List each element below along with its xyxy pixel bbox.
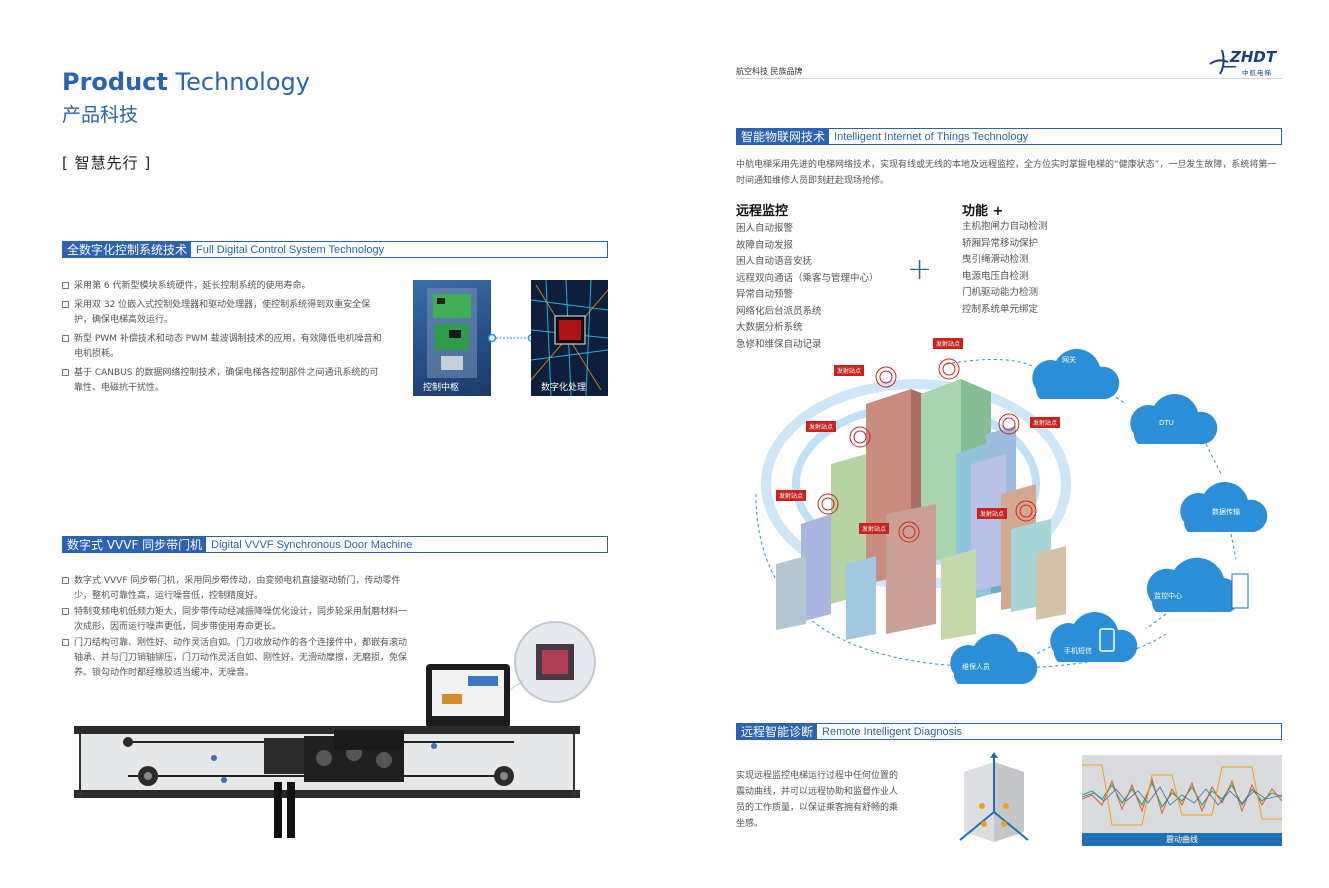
vibration-chart: 震动曲线: [1081, 755, 1283, 846]
photo-label: 控制中枢: [423, 383, 460, 393]
tag-transmitter: 发射站点: [933, 338, 964, 349]
list-item: 门机驱动能力检测: [962, 287, 1039, 298]
list-item: 远程双向通话（乘客与管理中心）: [736, 272, 879, 284]
section-title-en: Remote Intelligent Diagnosis: [822, 725, 963, 738]
digital-control-list: 采用第 6 代新型模块系统硬件，延长控制系统的使用寿命。 采用双 32 位嵌入式…: [62, 279, 382, 400]
cloud-icons: [950, 349, 1268, 684]
cloud-label-data-transfer: 数据传输: [1212, 508, 1240, 516]
list-item: 采用第 6 代新型模块系统硬件，延长控制系统的使用寿命。: [62, 279, 382, 294]
section-title-en: Intelligent Internet of Things Technolog…: [834, 130, 1029, 143]
section-header-diagnosis: 远程智能诊断 Remote Intelligent Diagnosis: [736, 723, 1282, 740]
control-center-photo: 控制中枢: [413, 280, 491, 396]
cloud-label-gateway: 网关: [1062, 356, 1076, 364]
remote-monitor-title: 远程监控: [736, 204, 789, 219]
section-title-cn: 智能物联网技术: [737, 129, 830, 144]
list-item: 网络化后台派员系统: [736, 305, 822, 317]
cloud-label-maintainer: 维保人员: [962, 663, 990, 671]
list-item: 电源电压自检测: [962, 270, 1029, 282]
section-title-cn: 数字式 VVVF 同步带门机: [63, 537, 207, 552]
connector-line-icon: [487, 333, 537, 343]
remote-monitor-list: 困人自动报警 故障自动发报 困人自动语音安抚 远程双向通话（乘客与管理中心） 异…: [736, 221, 879, 353]
tag-transmitter: 发射站点: [806, 421, 837, 432]
header-rule: [736, 78, 1282, 79]
tag-transmitter: 发射站点: [776, 490, 807, 501]
slogan: [ 智慧先行 ]: [62, 154, 152, 172]
section-header-digital-control: 全数字化控制系统技术 Full Digital Control System T…: [62, 241, 608, 258]
list-item: 采用双 32 位嵌入式控制处理器和驱动处理器，使控制系统得到双重安全保护，确保电…: [62, 298, 382, 328]
list-item: 门刀结构可靠、刚性好、动作灵活自如。门刀收放动作的各个连接件中，都嵌有滚动轴承、…: [62, 636, 410, 681]
title-light: Technology: [175, 68, 310, 96]
section-title-cn: 全数字化控制系统技术: [63, 242, 192, 257]
logo-cn: 中航电梯: [1242, 69, 1272, 77]
section-header-iot: 智能物联网技术 Intelligent Internet of Things T…: [736, 128, 1282, 145]
brand-slogan: 航空科技 民族品牌: [736, 67, 803, 76]
list-item: 特制变频电机低频力矩大，同步带传动经减振降噪优化设计，同步轮采用耐磨材料一次成形…: [62, 605, 410, 635]
list-item: 数字式 VVVF 同步带门机，采用同步带传动，由变频电机直接驱动轿门，传动零件少…: [62, 574, 410, 604]
section-title-en: Full Digital Control System Technology: [196, 243, 385, 256]
logo-text: ZHDT: [1230, 48, 1277, 66]
vibration-axis-icon: [959, 752, 1029, 842]
page-title-cn: 产品科技: [62, 104, 139, 126]
list-item: 大数据分析系统: [736, 322, 803, 333]
page-title-en: Product Technology: [62, 68, 310, 96]
list-item: 曳引绳滑动检测: [962, 254, 1029, 265]
section-title-en: Digital VVVF Synchronous Door Machine: [211, 538, 413, 551]
chart-caption: 震动曲线: [1082, 833, 1282, 846]
list-item: 困人自动语音安抚: [736, 256, 813, 267]
cloud-label-dtu: DTU: [1159, 419, 1174, 427]
list-item: 轿厢异常移动保护: [962, 237, 1039, 249]
list-item: 主机抱闸力自动检测: [962, 221, 1048, 232]
list-item: 控制系统单元绑定: [962, 303, 1039, 315]
list-item: 异常自动预警: [736, 289, 794, 300]
function-list: 主机抱闸力自动检测 轿厢异常移动保护 曳引绳滑动检测 电源电压自检测 门机驱动能…: [962, 219, 1048, 318]
function-title: 功能 +: [962, 204, 1004, 219]
tag-transmitter: 发射站点: [977, 508, 1008, 519]
list-item: 急修和维保自动记录: [736, 338, 822, 350]
cloud-label-sms: 手机短信: [1064, 647, 1092, 655]
diagnosis-text: 实现远程监控电梯运行过程中任何位置的震动曲线，并可以远程协助和监督作业人员的工作…: [736, 771, 899, 829]
vibration-curve-graphic: [1081, 764, 1283, 826]
company-logo: ZHDT 中航电梯: [1208, 46, 1284, 80]
logo-icon: [1209, 49, 1236, 75]
digital-processing-photo: 数字化处理: [531, 280, 608, 396]
list-item: 故障自动发报: [736, 239, 794, 251]
section-header-door-machine: 数字式 VVVF 同步带门机 Digital VVVF Synchronous …: [62, 536, 608, 553]
iot-illustration: 发射站点 发射站点 发射站点 发射站点 发射站点 发射站点 发射站点 网关 DT…: [736, 334, 1282, 690]
section-title-cn: 远程智能诊断: [737, 724, 818, 739]
tag-transmitter: 发射站点: [834, 365, 865, 376]
door-machine-list: 数字式 VVVF 同步带门机，采用同步带传动，由变频电机直接驱动轿门，传动零件少…: [62, 574, 410, 682]
tag-transmitter: 发射站点: [1030, 417, 1061, 428]
title-bold: Product: [62, 68, 168, 96]
list-item: 困人自动报警: [736, 223, 794, 234]
photo-label: 数字化处理: [541, 383, 587, 393]
tag-transmitter: 发射站点: [859, 523, 890, 534]
plus-sign: +: [907, 252, 933, 287]
circuit-chip-icon: [531, 280, 608, 396]
door-machine-image: [74, 621, 596, 838]
list-item: 新型 PWM 补偿技术和动态 PWM 载波调制技术的应用，有效降低电机噪音和电机…: [62, 332, 382, 362]
list-item: 基于 CANBUS 的数据网络控制技术，确保电梯各控制部件之间通讯系统的可靠性、…: [62, 366, 382, 396]
city-network-graphic: [755, 349, 1268, 684]
control-board-icon: [427, 288, 477, 378]
iot-intro: 中航电梯采用先进的电梯网络技术，实现有线或无线的本地及远程监控，全方位实时掌握电…: [736, 160, 1277, 186]
cloud-label-monitor-center: 监控中心: [1154, 592, 1182, 600]
